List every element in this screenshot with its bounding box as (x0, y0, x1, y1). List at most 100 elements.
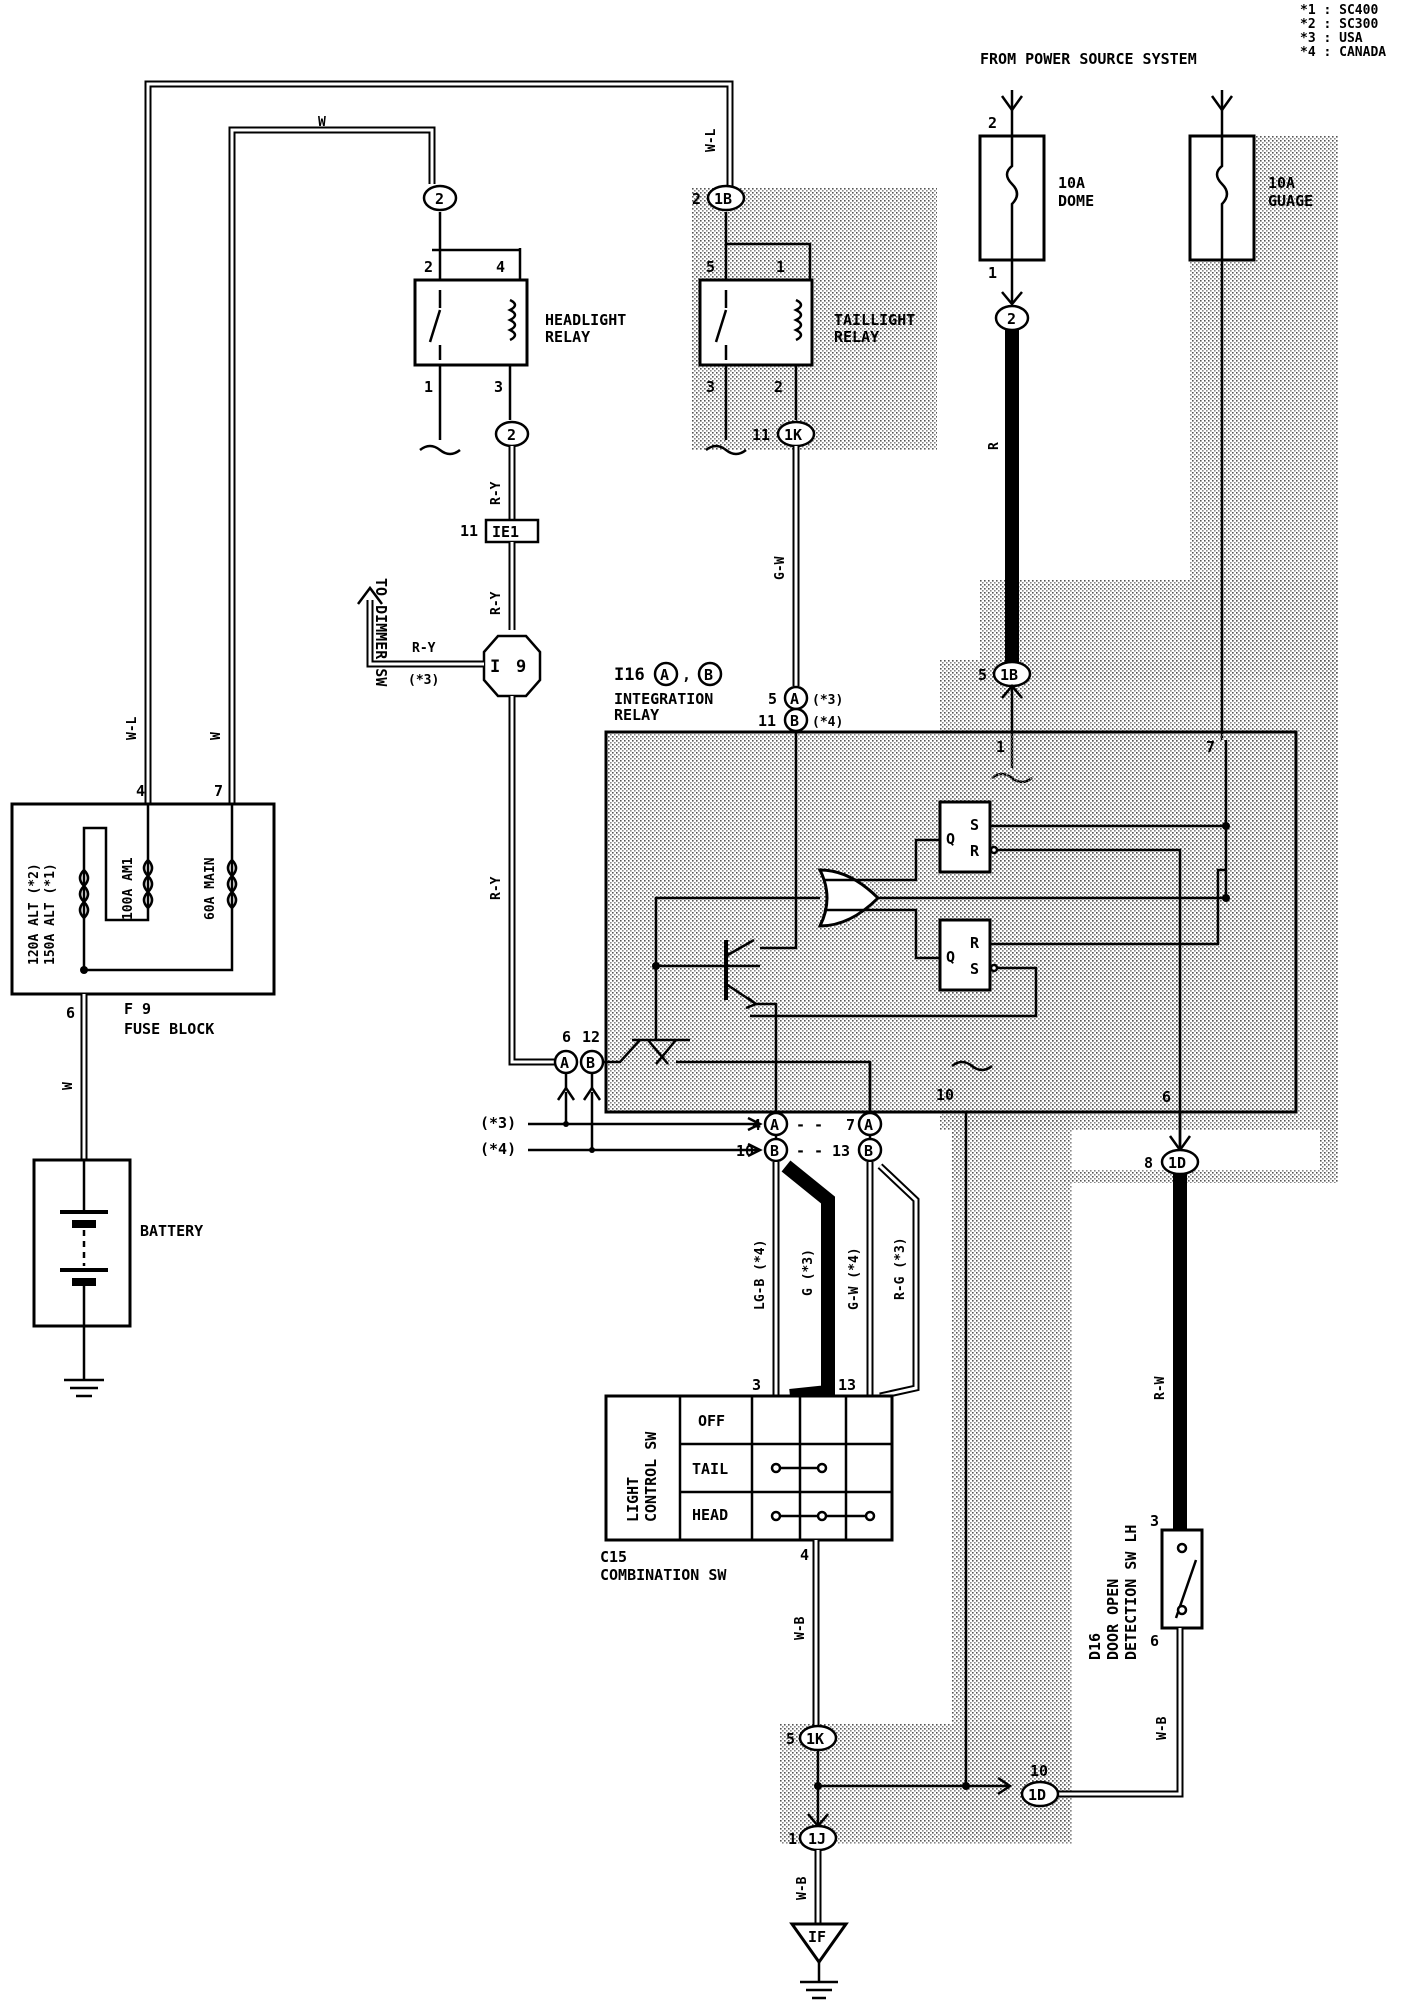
svg-text:IE1: IE1 (492, 523, 519, 541)
svg-text:1K: 1K (806, 1730, 824, 1748)
svg-text:11: 11 (758, 712, 776, 730)
wire-label-ry3: (*3) (408, 673, 439, 688)
svg-text:(*3): (*3) (480, 1114, 516, 1132)
svg-text:A: A (864, 1116, 873, 1134)
wire-label-r: R (987, 442, 1002, 450)
wires-to-combination-sw (772, 1160, 920, 1403)
svg-text:5: 5 (768, 690, 777, 708)
svg-text:2: 2 (692, 190, 701, 208)
svg-text:Q: Q (946, 948, 955, 966)
svg-text:*1 : SC400: *1 : SC400 (1300, 3, 1378, 18)
wire-w-top (228, 126, 436, 805)
svg-text:3: 3 (706, 378, 715, 396)
svg-text:GUAGE: GUAGE (1268, 192, 1313, 210)
svg-text:- -: - - (796, 1142, 823, 1160)
svg-text:1J: 1J (808, 1830, 826, 1848)
svg-text:C15: C15 (600, 1548, 627, 1566)
integration-relay-i16: I16 A , B INTEGRATION RELAY A 5 (*3) B 1… (553, 661, 1298, 1153)
headlight-relay: 2 2 4 1 3 HEADLIGHT RELAY 2 (413, 184, 626, 456)
wire-label-gw4: G-W (*4) (847, 1247, 862, 1310)
svg-text:6: 6 (1162, 1088, 1171, 1106)
svg-text:CONTROL SW: CONTROL SW (642, 1431, 660, 1522)
svg-text:3: 3 (494, 378, 503, 396)
svg-text:10: 10 (736, 1142, 754, 1160)
svg-text:INTEGRATION: INTEGRATION (614, 690, 713, 708)
svg-text:TAIL: TAIL (692, 1460, 728, 1478)
wire-label-lgb: LG-B (*4) (753, 1240, 768, 1310)
svg-text:FUSE BLOCK: FUSE BLOCK (124, 1020, 214, 1038)
wire-ry-long (508, 696, 556, 1066)
svg-text:10A: 10A (1058, 174, 1085, 192)
integration-relay-bottom-pins: A 4 - - 7 A B 10 - - 13 B (736, 1111, 883, 1163)
wire-label-wb-2: W-B (795, 1876, 810, 1900)
fuse-block-f9: 120A ALT (*2) 150A ALT (*1) 100A AM1 60A… (10, 782, 276, 1038)
svg-text:A: A (790, 690, 799, 708)
svg-text:4: 4 (752, 1116, 761, 1134)
svg-text:IF: IF (808, 1928, 826, 1946)
svg-text:6: 6 (66, 1004, 75, 1022)
wire-label-gw: G-W (773, 556, 788, 580)
wire-label-wl-top: W-L (704, 128, 719, 152)
svg-text:11: 11 (460, 522, 478, 540)
svg-text:B: B (586, 1054, 595, 1072)
svg-text:2: 2 (1007, 310, 1016, 328)
svg-text:100A AM1: 100A AM1 (121, 857, 136, 920)
wire-label-w-battery: W (61, 1082, 76, 1090)
to-dimmer-label: TO DIMMER SW (372, 578, 390, 687)
door-switch-d16: 3 6 D16 DOOR OPEN DETECTION SW LH (1086, 1512, 1204, 1660)
svg-text:S: S (970, 816, 979, 834)
gauge-fuse: 10A GUAGE (1188, 90, 1313, 740)
wire-wb-door (1058, 1628, 1184, 1798)
svg-text:2: 2 (988, 114, 997, 132)
svg-text:9: 9 (516, 657, 526, 677)
svg-text:12: 12 (582, 1028, 600, 1046)
svg-text:A: A (560, 1054, 569, 1072)
svg-text:3: 3 (752, 1376, 761, 1394)
svg-text:DETECTION SW LH: DETECTION SW LH (1122, 1525, 1140, 1660)
svg-text:Q: Q (946, 830, 955, 848)
svg-text:5: 5 (706, 258, 715, 276)
connector-1d-bottom (1020, 1780, 1060, 1808)
svg-text:6: 6 (1150, 1632, 1159, 1650)
wire-label-wb-1: W-B (793, 1616, 808, 1640)
wire-label-ry-2: R-Y (489, 591, 504, 615)
wire-label-w-left: W (209, 732, 224, 740)
svg-text:1: 1 (776, 258, 785, 276)
svg-text:DOOR OPEN: DOOR OPEN (1104, 1579, 1122, 1660)
ground-if: IF (789, 1922, 849, 2000)
svg-text:OFF: OFF (698, 1412, 725, 1430)
svg-text:1D: 1D (1028, 1786, 1046, 1804)
svg-text:6: 6 (562, 1028, 571, 1046)
svg-text:10A: 10A (1268, 174, 1295, 192)
svg-text:7: 7 (846, 1116, 855, 1134)
svg-text:I16: I16 (614, 665, 645, 685)
svg-text:2: 2 (424, 258, 433, 276)
svg-text:COMBINATION SW: COMBINATION SW (600, 1566, 727, 1584)
power-source-header: FROM POWER SOURCE SYSTEM (980, 50, 1197, 68)
connector-2-top (422, 184, 458, 212)
variant-inputs: (*3) (*4) (480, 1085, 763, 1158)
svg-text:1B: 1B (1000, 666, 1018, 684)
svg-text:8: 8 (1144, 1154, 1153, 1172)
svg-text:HEADLIGHT: HEADLIGHT (545, 311, 626, 329)
svg-text:*3 : USA: *3 : USA (1300, 31, 1363, 46)
dome-fuse: 2 1 10A DOME 2 (978, 90, 1094, 332)
wire-ry-relay: IE1 (484, 446, 540, 630)
svg-text:2: 2 (507, 426, 516, 444)
svg-text:F 9: F 9 (124, 1000, 151, 1018)
svg-text:TAILLIGHT: TAILLIGHT (834, 311, 915, 329)
wire-wl-top (144, 80, 734, 805)
svg-text:LIGHT: LIGHT (624, 1477, 642, 1522)
wire-label-wb-3: W-B (1155, 1716, 1170, 1740)
svg-text:13: 13 (832, 1142, 850, 1160)
svg-text:1: 1 (424, 378, 433, 396)
svg-text:HEAD: HEAD (692, 1506, 728, 1524)
svg-text:S: S (970, 960, 979, 978)
taillight-relay: 1B 2 5 1 3 2 TAILLIGHT RELAY 1K 11 (692, 184, 915, 456)
svg-text:10: 10 (936, 1086, 954, 1104)
svg-text:1K: 1K (784, 426, 802, 444)
svg-text:B: B (864, 1142, 873, 1160)
svg-text:13: 13 (838, 1376, 856, 1394)
battery: BATTERY (32, 1158, 203, 1398)
svg-text:5: 5 (978, 666, 987, 684)
